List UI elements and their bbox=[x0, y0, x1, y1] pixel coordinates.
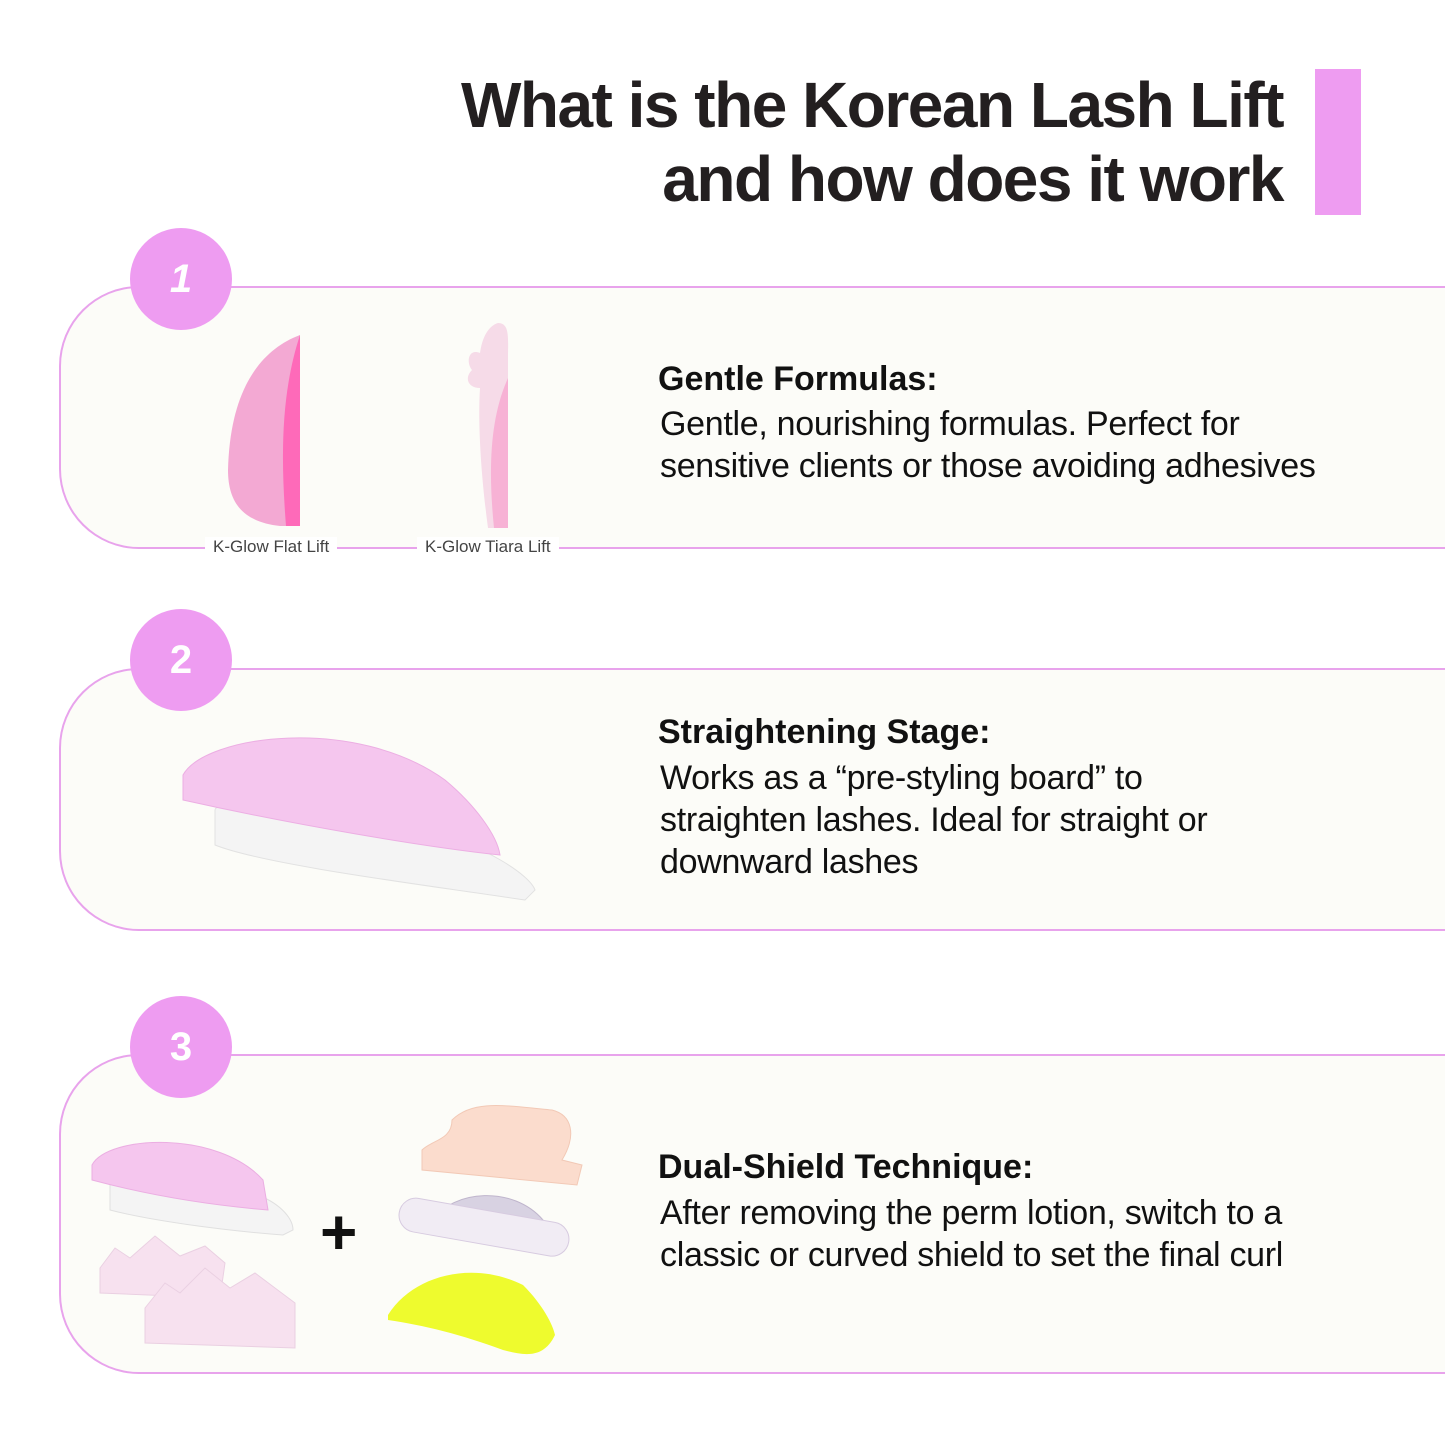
flat-lift-image bbox=[228, 335, 300, 526]
caption-tiara-lift: K-Glow Tiara Lift bbox=[417, 537, 559, 557]
clear-fan-shield-image bbox=[398, 1195, 570, 1257]
caption-flat-lift: K-Glow Flat Lift bbox=[205, 537, 338, 557]
title-accent-bar bbox=[1315, 69, 1361, 215]
step-2-body-line-1: Works as a “pre-styling board” to bbox=[660, 759, 1143, 797]
step-1-badge: 1 bbox=[130, 228, 232, 330]
step-2-body-line-3: downward lashes bbox=[660, 843, 919, 881]
straightening-shield-image bbox=[182, 737, 536, 901]
pink-flat-shield-image bbox=[91, 1141, 294, 1236]
step-3-body-line-2: classic or curved shield to set the fina… bbox=[660, 1236, 1284, 1274]
peach-wing-shield-image bbox=[421, 1105, 583, 1186]
step-3-badge: 3 bbox=[130, 996, 232, 1098]
tiara-lift-image bbox=[467, 323, 509, 528]
step-1-heading: Gentle Formulas: bbox=[658, 360, 938, 398]
step-2-body: Works as a “pre-styling board” to straig… bbox=[660, 757, 1208, 883]
step-1-body-line-2: sensitive clients or those avoiding adhe… bbox=[660, 447, 1316, 485]
step-3-body: After removing the perm lotion, switch t… bbox=[660, 1192, 1283, 1276]
step-2-heading: Straightening Stage: bbox=[658, 713, 991, 751]
step-2-body-line-2: straighten lashes. Ideal for straight or bbox=[660, 801, 1208, 839]
step-3-heading: Dual-Shield Technique: bbox=[658, 1148, 1034, 1186]
title-line-2: and how does it work bbox=[662, 143, 1284, 215]
step-3-body-line-1: After removing the perm lotion, switch t… bbox=[660, 1194, 1283, 1232]
page-title: What is the Korean Lash Lift and how doe… bbox=[460, 68, 1285, 216]
tiara-crown-shields-image bbox=[99, 1235, 296, 1349]
plus-sign: + bbox=[320, 1196, 358, 1268]
step-1-body: Gentle, nourishing formulas. Perfect for… bbox=[660, 403, 1316, 487]
title-line-1: What is the Korean Lash Lift bbox=[460, 69, 1285, 141]
neon-yellow-shield-image bbox=[388, 1272, 555, 1355]
step-1-body-line-1: Gentle, nourishing formulas. Perfect for bbox=[660, 405, 1240, 443]
step-2-badge: 2 bbox=[130, 609, 232, 711]
